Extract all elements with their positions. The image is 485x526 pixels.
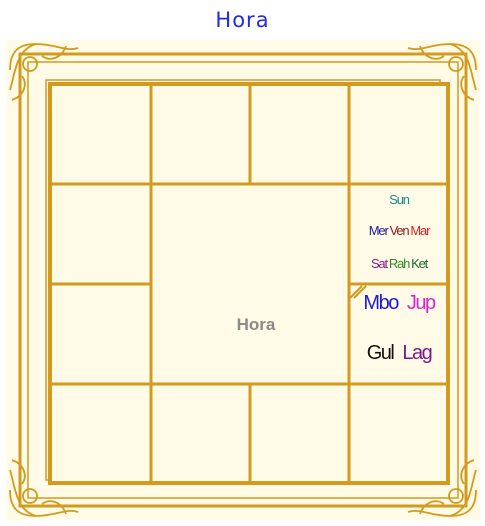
planet-mar: Mar: [410, 223, 429, 238]
house-planets-line: Mbo Jup: [350, 292, 448, 315]
planet-jup: Jup: [407, 292, 435, 315]
chart-title: Hora: [0, 8, 485, 32]
planet-mer: Mer: [369, 223, 388, 238]
planet-gul: Gul: [367, 342, 394, 365]
planet-sun: Sun: [389, 192, 409, 207]
planet-ven: Ven: [390, 223, 409, 238]
center-label: Hora: [157, 225, 355, 425]
planet-sat: Sat: [371, 256, 387, 271]
planet-ket: Ket: [411, 256, 427, 271]
house-planets-line: Sun: [350, 192, 448, 207]
planet-lag: Lag: [402, 342, 431, 365]
planet-rah: Rah: [389, 256, 409, 271]
house-planets-line: Gul Lag: [350, 342, 448, 365]
planet-mbo: Mbo: [363, 292, 397, 315]
